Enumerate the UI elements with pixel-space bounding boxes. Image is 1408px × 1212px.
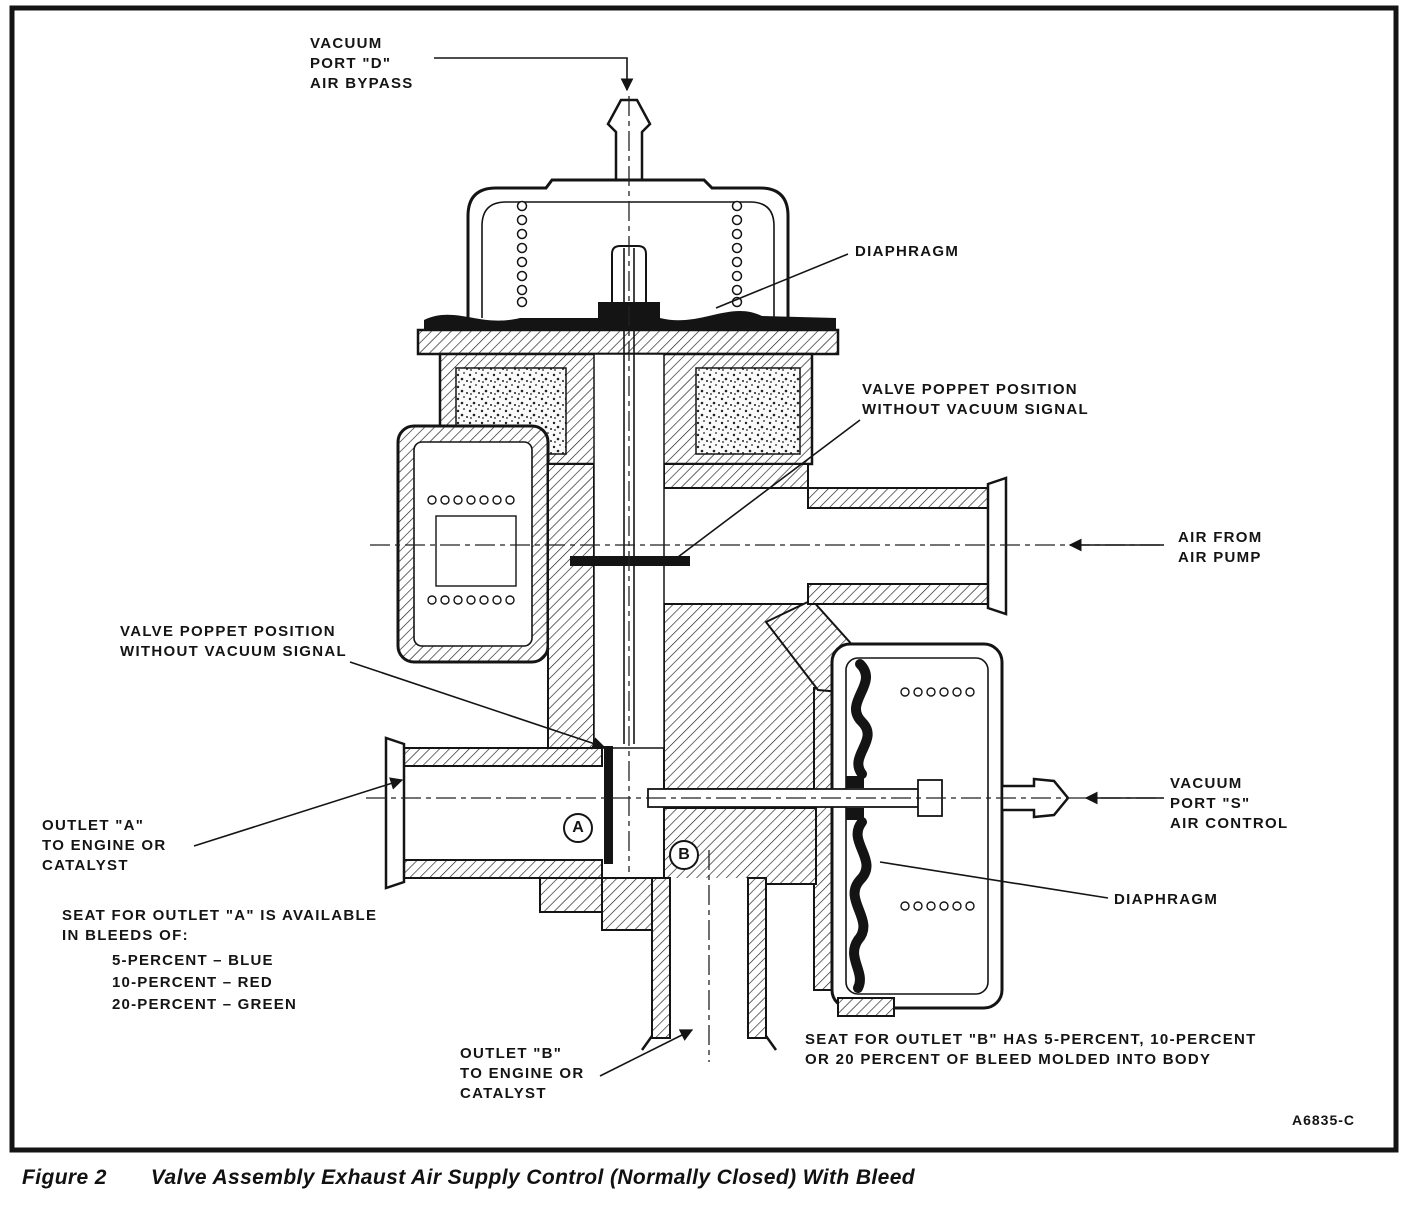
figure-caption-label: Figure 2: [22, 1166, 107, 1189]
leader-lines: [193, 57, 1164, 1077]
label-vacuum-port-d: VACUUM PORT "D" AIR BYPASS: [310, 35, 414, 92]
seat-a-bleed-list: 5-PERCENT – BLUE 10-PERCENT – RED 20-PER…: [112, 950, 297, 1016]
label-diaphragm-bottom: DIAPHRAGM: [1114, 891, 1219, 908]
upper-valve-poppet: [570, 556, 690, 566]
label-valve-poppet-left: VALVE POPPET POSITION WITHOUT VACUUM SIG…: [120, 623, 348, 660]
seat-a-bleed-10: 10-PERCENT – RED: [112, 974, 273, 991]
seat-a-bleed-20: 20-PERCENT – GREEN: [112, 996, 297, 1013]
label-seat-b: SEAT FOR OUTLET "B" HAS 5-PERCENT, 10-PE…: [805, 1031, 1257, 1068]
figure-caption: Figure 2 Valve Assembly Exhaust Air Suppl…: [22, 1166, 915, 1190]
valve-stem: [623, 248, 635, 744]
label-vacuum-port-s: VACUUM PORT "S" AIR CONTROL: [1170, 775, 1289, 832]
upper-spring-housing: [466, 98, 790, 318]
drawing-code: A6835-C: [1292, 1112, 1356, 1128]
outlet-a-pipe: [384, 736, 603, 890]
label-diaphragm-top: DIAPHRAGM: [855, 243, 960, 260]
figure-caption-title: Valve Assembly Exhaust Air Supply Contro…: [150, 1166, 916, 1189]
label-air-from-pump: AIR FROM AIR PUMP: [1178, 529, 1263, 566]
seat-a-bleed-5: 5-PERCENT – BLUE: [112, 952, 274, 969]
label-outlet-b: OUTLET "B" TO ENGINE OR CATALYST: [460, 1045, 585, 1102]
left-relief-canister: [396, 424, 550, 664]
label-seat-a-heading: SEAT FOR OUTLET "A" IS AVAILABLE IN BLEE…: [62, 907, 378, 944]
label-outlet-a: OUTLET "A" TO ENGINE OR CATALYST: [42, 817, 167, 874]
label-valve-poppet-right: VALVE POPPET POSITION WITHOUT VACUUM SIG…: [862, 381, 1090, 418]
upper-springs: [516, 200, 743, 308]
air-inlet-pipe: [807, 476, 1008, 616]
figure-border: [9, 5, 1399, 1153]
section-marker-a: A: [563, 813, 593, 843]
section-marker-b: B: [669, 840, 699, 870]
control-diaphragm-unit: [830, 642, 1004, 1017]
centerlines: [366, 96, 1162, 1062]
lower-valve-poppet: [604, 746, 613, 864]
diaphragm-clamp-flange: [416, 328, 840, 356]
top-diaphragm: [424, 302, 836, 332]
